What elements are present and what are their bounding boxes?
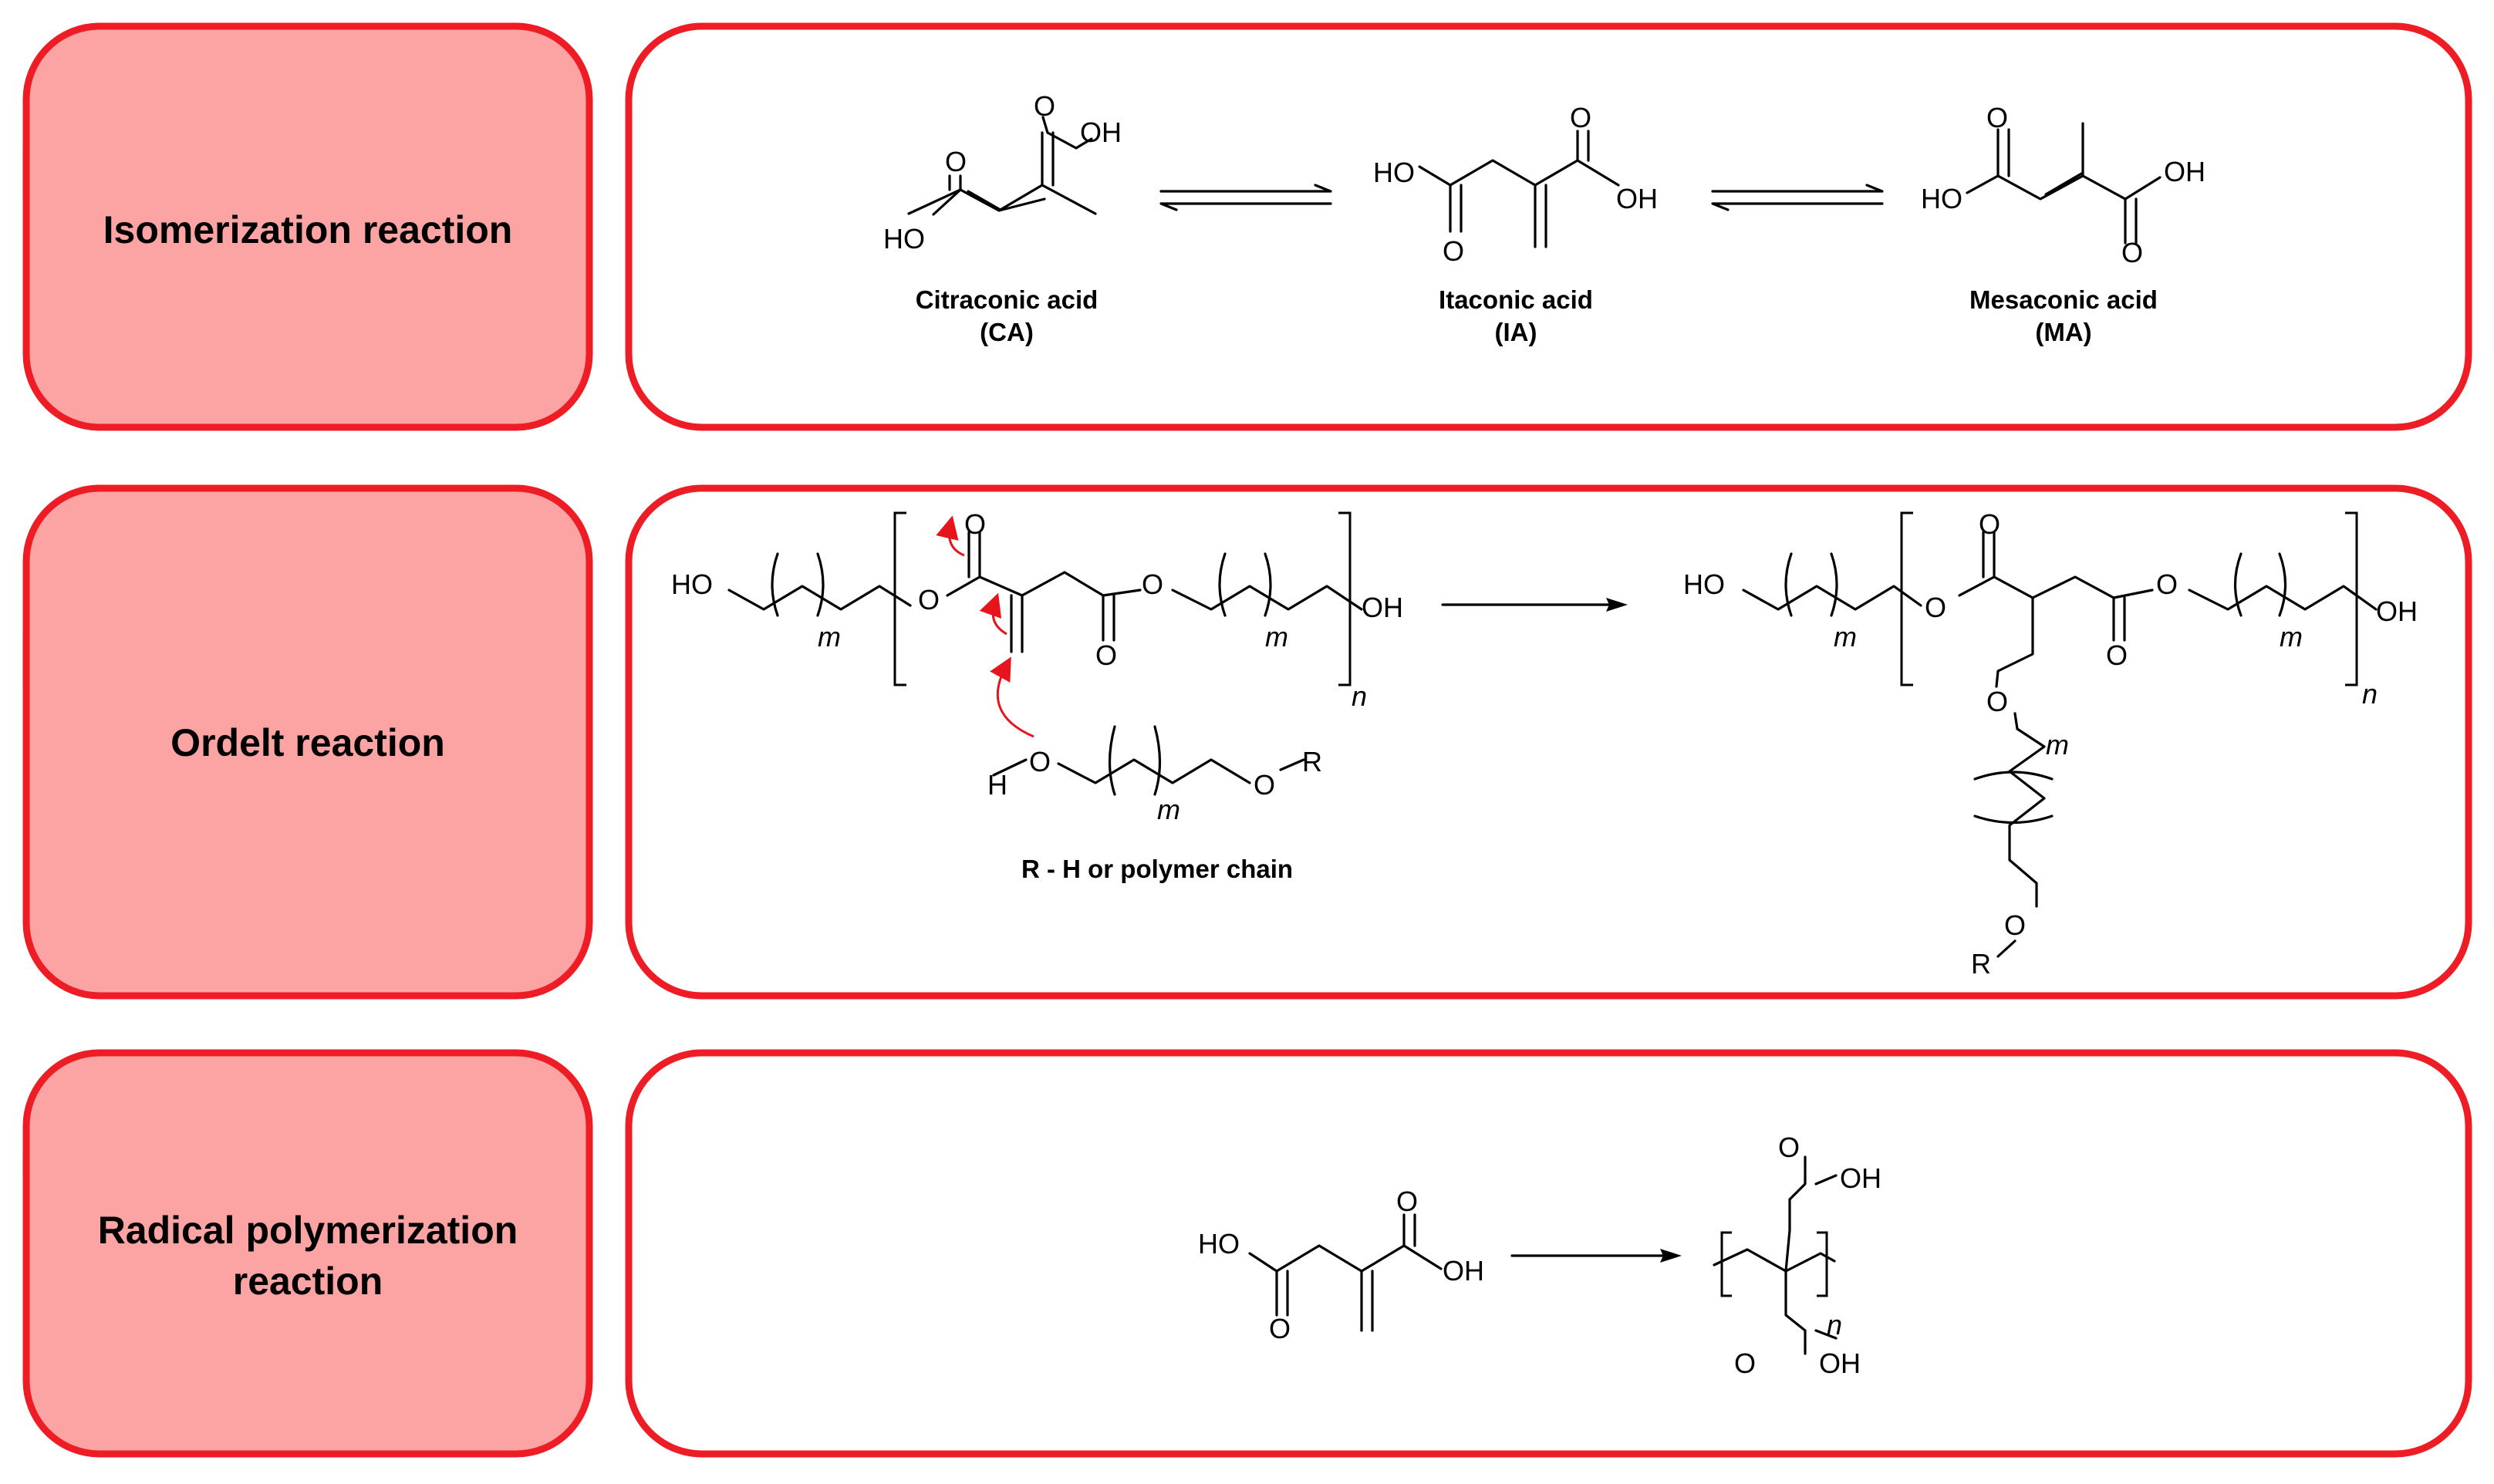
- atom-oh: OH: [2376, 595, 2418, 627]
- structure-poly-itaconic-acid: [1713, 1155, 1838, 1355]
- atom-oh: OH: [1819, 1347, 1861, 1379]
- reaction-arrow-radical: [1510, 1249, 1682, 1263]
- atom-o: O: [1570, 102, 1591, 133]
- structure-nucleophile: [992, 725, 1305, 796]
- atom-o: O: [1986, 686, 2008, 717]
- atom-o: O: [2121, 237, 2143, 268]
- scheme-box-radical: [625, 1049, 2472, 1458]
- scheme-box-isomerization: [625, 22, 2472, 431]
- atom-ho: HO: [1921, 183, 1962, 214]
- atom-h: H: [987, 769, 1007, 801]
- atom-o: O: [2004, 909, 2026, 941]
- atom-m: m: [1157, 794, 1180, 825]
- atom-o: O: [1095, 639, 1117, 671]
- atom-m: m: [2280, 621, 2303, 653]
- caption-itaconic-abbr: (IA): [1495, 318, 1537, 346]
- caption-mesaconic-name: Mesaconic acid: [1969, 285, 2158, 314]
- atom-o: O: [1269, 1313, 1291, 1344]
- atom-o: O: [1734, 1347, 1756, 1379]
- atom-r: R: [1302, 746, 1322, 777]
- label-box-isomerization: [22, 22, 593, 431]
- atom-o: O: [1396, 1186, 1418, 1217]
- structure-mesaconic-acid: [1966, 122, 2162, 245]
- atom-ho: HO: [1683, 568, 1725, 600]
- atom-o: O: [2156, 568, 2178, 600]
- atom-oh: OH: [2164, 156, 2205, 187]
- atom-o: O: [964, 508, 986, 540]
- label-box-ordelt: [22, 484, 593, 1000]
- structure-itaconic-acid: [1418, 130, 1620, 248]
- atom-oh: OH: [1443, 1255, 1484, 1287]
- atom-m: m: [1265, 621, 1288, 653]
- atom-ho: HO: [671, 568, 713, 600]
- atom-o: O: [1029, 746, 1051, 777]
- label-box-radical: [22, 1049, 593, 1458]
- caption-citraconic-abbr: (CA): [980, 318, 1034, 346]
- atom-o: O: [1925, 592, 1946, 623]
- structure-itaconic-monomer: [1248, 1213, 1443, 1332]
- structure-citraconic-acid: [907, 116, 1097, 216]
- label-isomerization: Isomerization reaction: [103, 208, 513, 251]
- atom-m: m: [1834, 621, 1857, 653]
- atom-m: m: [818, 621, 841, 653]
- caption-r-note: R - H or polymer chain: [1021, 855, 1293, 883]
- structure-polyester: [727, 511, 1363, 686]
- caption-itaconic-name: Itaconic acid: [1439, 285, 1593, 314]
- atom-oh: OH: [1616, 183, 1658, 214]
- equilibrium-arrows-2: [1711, 184, 1884, 211]
- atom-o: O: [945, 146, 967, 177]
- atom-ho: HO: [1373, 157, 1415, 188]
- equilibrium-arrows-1: [1159, 184, 1332, 211]
- label-radical-line-2: reaction: [233, 1260, 383, 1303]
- red-electron-arrows: [936, 515, 1034, 738]
- scheme-box-ordelt: [625, 484, 2472, 1000]
- atom-o: O: [1443, 235, 1464, 267]
- caption-citraconic-name: Citraconic acid: [916, 285, 1099, 314]
- atom-o: O: [1254, 769, 1275, 801]
- label-ordelt: Ordelt reaction: [170, 721, 445, 764]
- atom-oh: OH: [1840, 1162, 1881, 1194]
- atom-o: O: [918, 584, 940, 616]
- atom-r: R: [1971, 948, 1991, 980]
- caption-mesaconic-abbr: (MA): [2035, 318, 2091, 346]
- atom-ho: HO: [883, 223, 925, 255]
- atom-o: O: [2106, 639, 2128, 671]
- reaction-arrow-ordelt: [1441, 598, 1628, 612]
- structure-ordelt-product: [1742, 511, 2378, 958]
- atom-oh: OH: [1362, 592, 1403, 623]
- atom-ho: HO: [1198, 1228, 1240, 1260]
- atom-n: n: [2362, 678, 2378, 710]
- atom-n: n: [1827, 1309, 1842, 1341]
- atom-oh: OH: [1080, 116, 1122, 148]
- atom-o: O: [1979, 508, 2000, 540]
- atom-o: O: [1986, 102, 2008, 133]
- atom-o: O: [1034, 90, 1055, 122]
- atom-n: n: [1352, 680, 1367, 712]
- atom-o: O: [1142, 568, 1163, 600]
- label-radical-line-1: Radical polymerization: [98, 1209, 518, 1252]
- atom-o: O: [1778, 1132, 1800, 1163]
- atom-m: m: [2046, 729, 2069, 761]
